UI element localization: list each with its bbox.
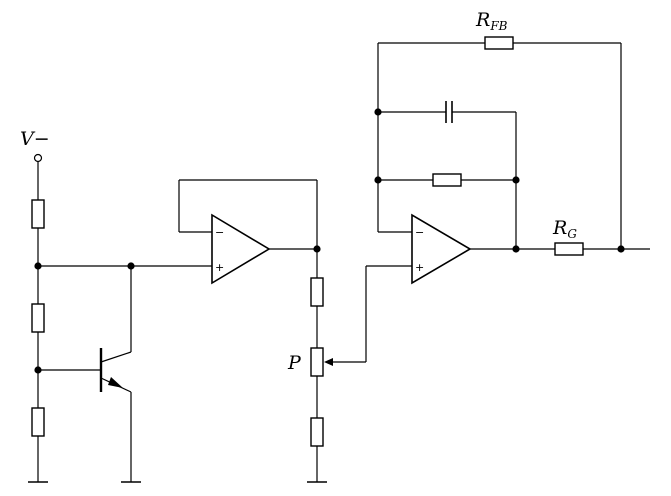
opamp-output: − + [411, 213, 472, 285]
junction-dots [34, 108, 625, 374]
opamp-buffer-plus: + [215, 261, 224, 274]
potentiometer [310, 347, 324, 377]
resistor-r3 [31, 407, 45, 437]
divider-to-buffer-wire [38, 265, 212, 352]
opamp-output-plus: + [415, 261, 424, 274]
wiper-wire [324, 265, 412, 366]
resistor-rg [554, 242, 584, 256]
pot-label: P [287, 352, 302, 374]
buffer-feedback-wire [178, 179, 318, 278]
rg-label: RG [552, 217, 577, 241]
rfb-label: RFB [475, 9, 508, 33]
resistor-rfb [484, 36, 514, 50]
opamp-buffer: − + [211, 213, 271, 285]
opamp-output-minus: − [415, 226, 424, 239]
svg-text:V−: V− [20, 128, 50, 150]
supply-terminal: V− [20, 128, 50, 163]
resistor-r5 [310, 417, 324, 447]
resistor-r4 [310, 277, 324, 307]
opamp-buffer-minus: − [215, 226, 224, 239]
resistor-r1 [31, 199, 45, 229]
capacitor-feedback [445, 101, 453, 123]
resistor-r2 [31, 303, 45, 333]
resistor-feedback [432, 173, 462, 187]
bjt-transistor [38, 348, 132, 482]
